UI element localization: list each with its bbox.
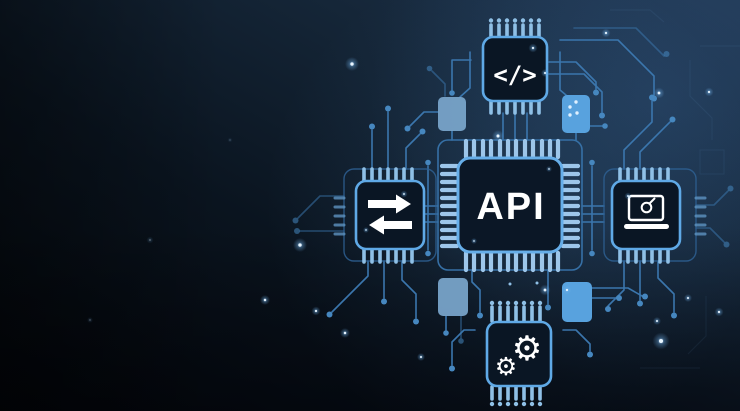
chip-pins-top bbox=[463, 138, 561, 160]
central-api-chip: API bbox=[437, 138, 583, 273]
svg-text:⚙: ⚙ bbox=[512, 329, 542, 369]
square-top-right-dice bbox=[562, 95, 590, 133]
settings-chip-body bbox=[485, 320, 553, 388]
device-chip-body bbox=[610, 179, 682, 251]
svg-text:⚙: ⚙ bbox=[495, 352, 517, 381]
settings-chip: ⚙ ⚙ bbox=[485, 300, 553, 407]
square-bottom-left bbox=[438, 278, 468, 316]
pin-dots-above bbox=[489, 300, 543, 306]
code-chip: </> bbox=[481, 18, 549, 115]
device-chip bbox=[603, 167, 707, 264]
chip-pins-left bbox=[439, 163, 460, 249]
laptop-icon bbox=[624, 194, 669, 229]
transfer-arrows-icon bbox=[368, 194, 412, 235]
gears-icon: ⚙ ⚙ bbox=[495, 329, 542, 381]
code-chip-body bbox=[481, 35, 549, 103]
transfer-chip-body bbox=[354, 179, 426, 251]
square-top-left bbox=[438, 97, 466, 131]
transfer-chip bbox=[333, 167, 437, 264]
pin-dots-top bbox=[488, 18, 542, 23]
chip-body bbox=[456, 156, 564, 254]
chip-pins-right bbox=[560, 163, 581, 249]
pin-dots-below bbox=[489, 401, 543, 407]
chip-pins-bottom bbox=[463, 250, 561, 273]
background-circuit-texture bbox=[610, 9, 740, 369]
api-label: API bbox=[476, 186, 545, 228]
code-icon: </> bbox=[493, 61, 536, 89]
